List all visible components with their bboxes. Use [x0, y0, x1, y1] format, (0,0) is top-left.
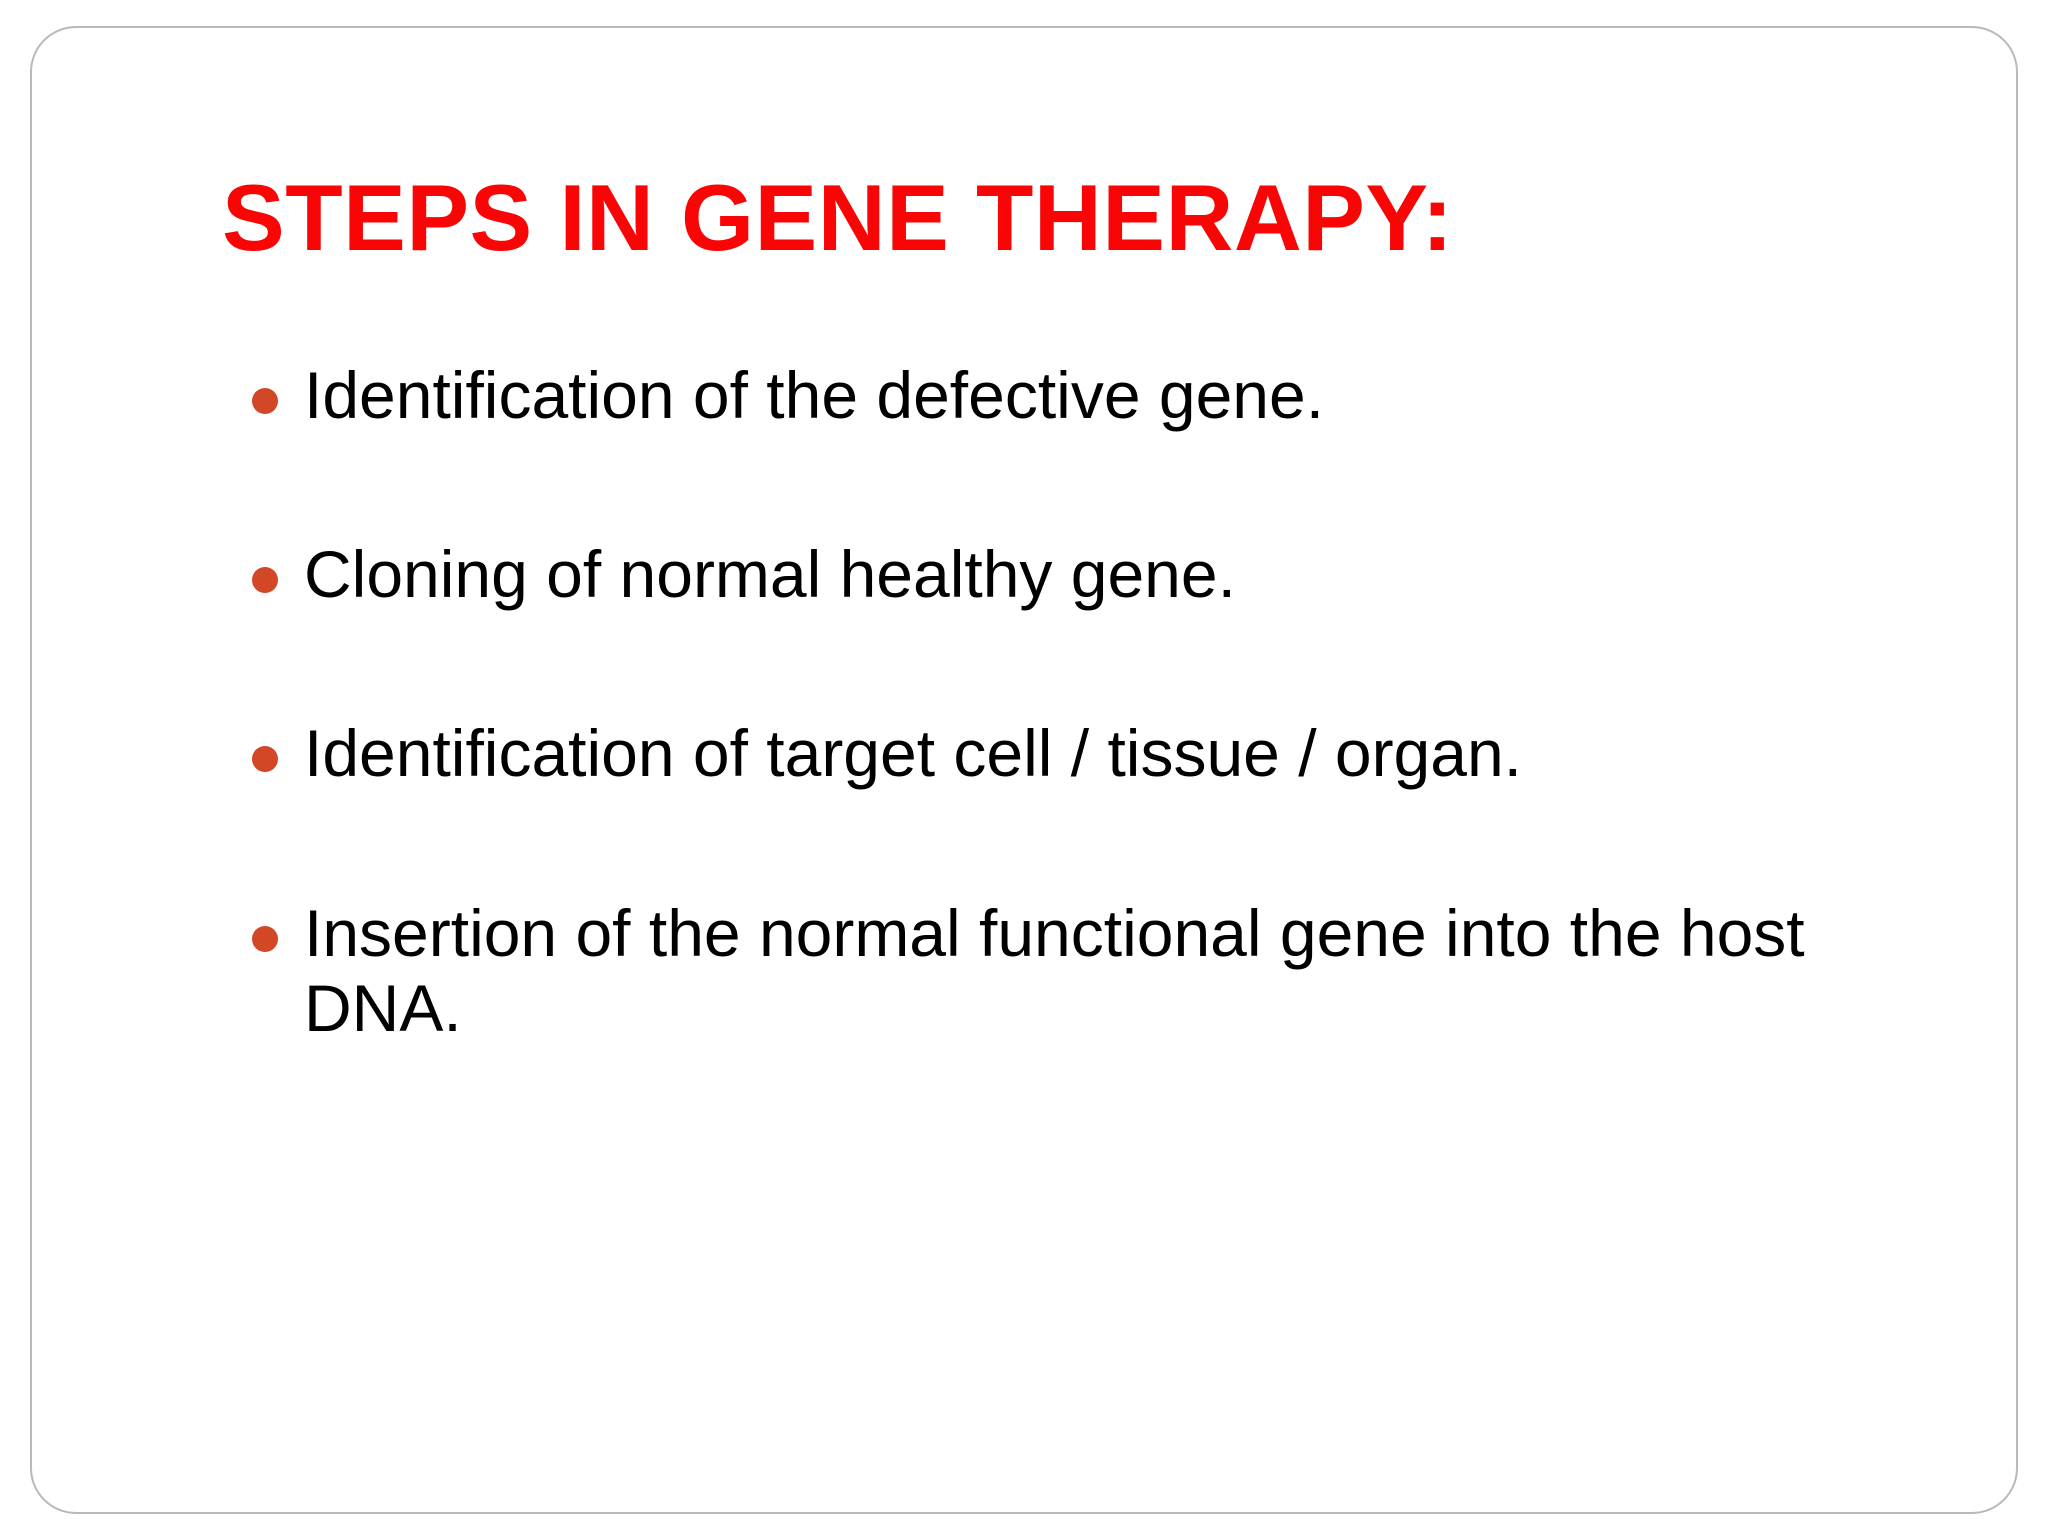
list-item: Insertion of the normal functional gene … — [232, 896, 1912, 1046]
list-item-label: Identification of the defective gene. — [304, 358, 1325, 432]
list-item: Cloning of normal healthy gene. — [232, 537, 1912, 612]
steps-bullet-list: Identification of the defective gene. Cl… — [232, 358, 1912, 1046]
list-item: Identification of the defective gene. — [232, 358, 1912, 433]
list-item-label: Identification of target cell / tissue /… — [304, 716, 1523, 791]
list-item: Identification of target cell / tissue /… — [232, 716, 1912, 791]
slide-border-frame: STEPS IN GENE THERAPY: Identification of… — [30, 26, 2018, 1514]
filled-circle-bullet-icon — [252, 388, 278, 414]
filled-circle-bullet-icon — [252, 925, 278, 952]
page-title: STEPS IN GENE THERAPY: — [222, 165, 1454, 270]
slide-content: STEPS IN GENE THERAPY: Identification of… — [32, 28, 2016, 1512]
filled-circle-bullet-icon — [252, 567, 278, 594]
filled-circle-bullet-icon — [252, 746, 278, 773]
list-item-label: Cloning of normal healthy gene. — [304, 537, 1236, 612]
list-item-label: Insertion of the normal functional gene … — [304, 895, 1823, 1045]
